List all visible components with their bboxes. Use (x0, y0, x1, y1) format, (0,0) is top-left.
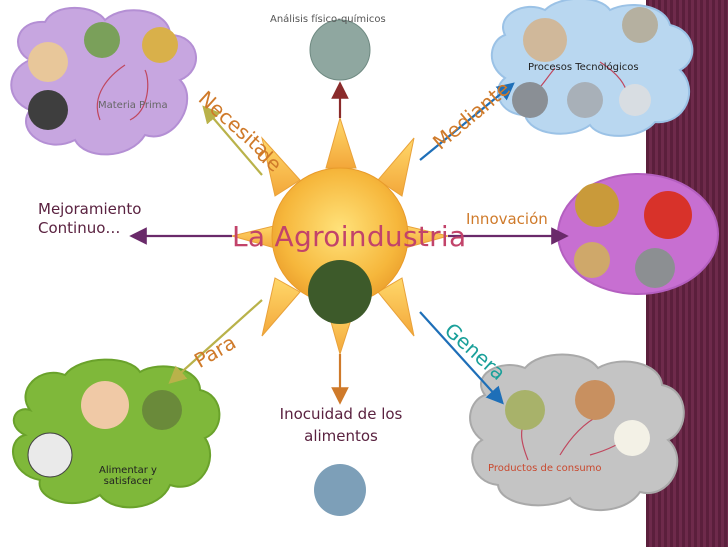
node-materia-prima: Materia Prima (98, 100, 168, 111)
node-alimentar: Alimentar y satisfacer (99, 465, 157, 487)
cow-photo (28, 90, 68, 130)
wheat-photo (142, 27, 178, 63)
factory-photo (622, 7, 658, 43)
pasta-photo (574, 242, 610, 278)
child-photo (142, 390, 182, 430)
machinery-photo (567, 82, 603, 118)
node-procesos: Procesos Tecnológicos (528, 62, 639, 73)
cloud-arrow (96, 64, 126, 121)
page-title: La Agroindustria (232, 220, 467, 253)
node-productos: Productos de consumo (488, 463, 602, 474)
node-innovacion: Innovación (466, 210, 548, 228)
baby-eating-photo (81, 381, 129, 429)
seedling-photo (308, 260, 372, 324)
tomato-photo (644, 191, 692, 239)
machinery-photo (512, 82, 548, 118)
cat-photo (27, 432, 73, 478)
lab-test-photo (314, 464, 366, 516)
bread-photo (575, 380, 615, 420)
milk-photo (614, 420, 650, 456)
chicks-photo (28, 42, 68, 82)
factory-photo (523, 18, 567, 62)
arrow-downright (419, 311, 504, 405)
node-inocuidad: Inocuidad de los alimentos (279, 405, 403, 445)
lab-worker-photo (619, 84, 651, 116)
lab-photo (309, 19, 371, 81)
arrow-upright (419, 82, 515, 161)
cloud-arrow (129, 69, 149, 121)
node-analisis: Análisis físico-químicos (270, 14, 386, 25)
arrow-upleft (202, 105, 263, 176)
corn-photo (575, 183, 619, 227)
production-line-photo (505, 390, 545, 430)
node-mejoramiento: Mejoramiento Continuo… (38, 200, 142, 237)
arrow-downleft (168, 299, 263, 384)
machinery-photo (635, 248, 675, 288)
vegetables-photo (84, 22, 120, 58)
